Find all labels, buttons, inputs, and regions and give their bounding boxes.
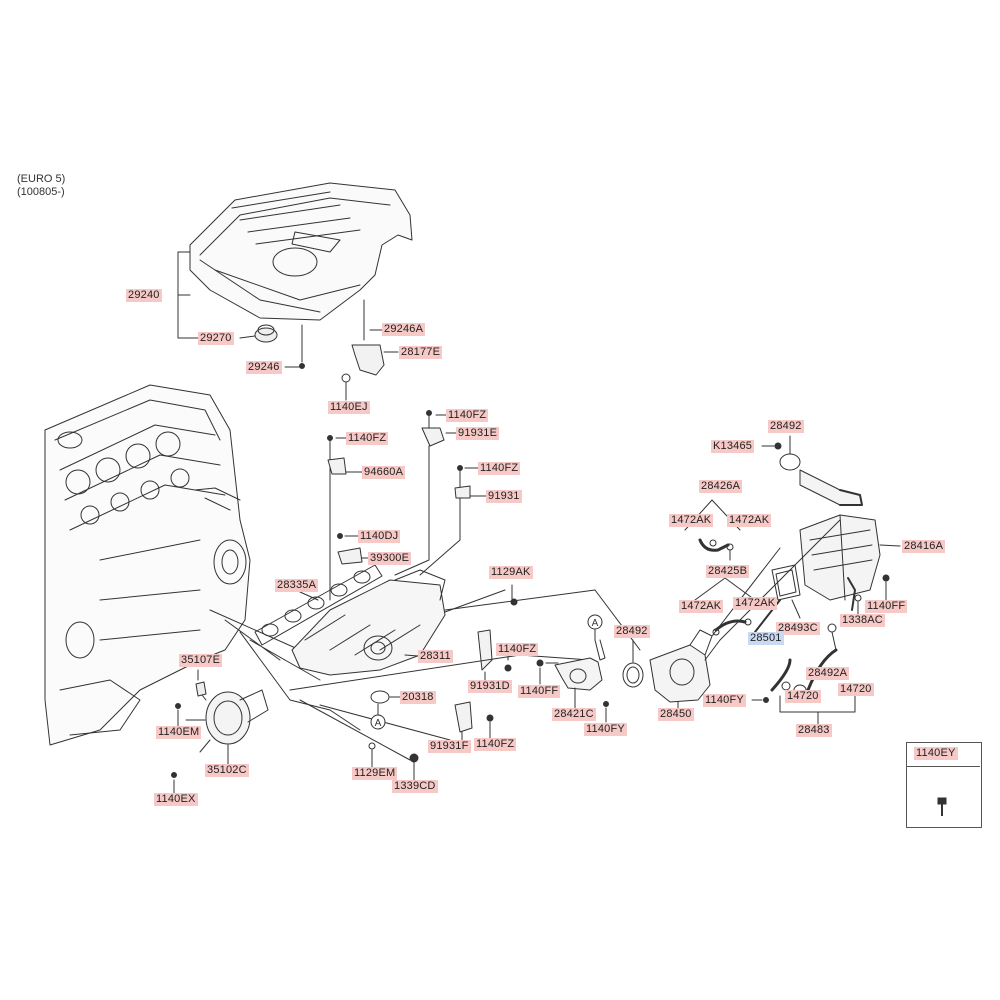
part-label[interactable]: 28483 <box>796 724 832 737</box>
part-label[interactable]: 1140EM <box>156 726 202 739</box>
part-label[interactable]: 28492 <box>614 625 650 638</box>
egr-valve-illustration <box>649 629 713 703</box>
part-label[interactable]: 1140EJ <box>328 401 370 414</box>
part-label[interactable]: 1140EX <box>154 793 198 806</box>
part-label[interactable]: 28311 <box>418 650 453 663</box>
inset-part-label[interactable]: 1140EY <box>914 747 958 760</box>
part-label[interactable]: 29246 <box>246 361 282 374</box>
part-label[interactable]: 1129AK <box>489 566 533 579</box>
part-label[interactable]: 14720 <box>838 683 874 696</box>
part-label[interactable]: 1140FZ <box>446 409 489 422</box>
part-label[interactable]: 1140FY <box>703 694 746 707</box>
part-label[interactable]: 35107E <box>179 654 223 667</box>
part-label[interactable]: 28335A <box>275 579 319 592</box>
header-line1: (EURO 5) <box>17 173 66 185</box>
inset-box <box>906 742 982 828</box>
part-label[interactable]: 1339CD <box>392 780 438 793</box>
part-label[interactable]: 28177E <box>399 346 443 359</box>
part-label[interactable]: 1140FY <box>584 723 627 736</box>
grommet-29270-illustration <box>254 324 278 343</box>
callout-a-top: A <box>592 618 599 629</box>
part-label[interactable]: 39300E <box>368 552 412 565</box>
part-label[interactable]: 91931D <box>468 680 512 693</box>
part-label[interactable]: 28421C <box>552 708 596 721</box>
callout-a-top-circle <box>587 614 603 630</box>
part-label[interactable]: 1140FF <box>518 685 561 698</box>
part-label[interactable]: 28492 <box>768 420 804 433</box>
part-label[interactable]: 28425B <box>706 565 750 578</box>
part-label[interactable]: 28450 <box>658 708 694 721</box>
intake-manifold-illustration <box>291 569 446 676</box>
part-label[interactable]: 29270 <box>198 332 234 345</box>
part-label[interactable]: 91931E <box>456 427 500 440</box>
part-label[interactable]: 1140FF <box>865 600 908 613</box>
part-label[interactable]: 1140FZ <box>478 462 521 475</box>
part-label[interactable]: 20318 <box>400 691 436 704</box>
egr-cooler-illustration <box>799 469 881 601</box>
inset-title: 1140EY <box>906 742 980 767</box>
part-label[interactable]: 91931 <box>486 490 522 503</box>
part-label[interactable]: 1140DJ <box>358 530 401 543</box>
part-label[interactable]: 1472AK <box>679 600 724 613</box>
engine-block-illustration <box>44 384 251 746</box>
part-label[interactable]: 29240 <box>126 289 162 302</box>
part-label[interactable]: 28492A <box>806 667 850 680</box>
part-label[interactable]: 28426A <box>699 480 743 493</box>
throttle-body-illustration <box>197 689 269 753</box>
part-label-highlighted[interactable]: 28501 <box>748 632 784 645</box>
part-label[interactable]: 1129EM <box>352 767 398 780</box>
engine-cover-illustration <box>189 182 413 321</box>
gasket-28335A-illustration <box>254 564 383 646</box>
part-label[interactable]: 1472AK <box>727 514 772 527</box>
header-line2: (100805-) <box>17 186 65 198</box>
part-label[interactable]: 1472AK <box>733 597 778 610</box>
part-label[interactable]: 29246A <box>382 323 426 336</box>
part-label[interactable]: 1140FZ <box>496 643 539 656</box>
part-label[interactable]: 94660A <box>362 466 406 479</box>
part-label[interactable]: 1338AC <box>840 614 885 627</box>
part-label[interactable]: 1140FZ <box>346 432 389 445</box>
callout-a-bottom-circle <box>370 714 386 730</box>
egr-pipe-illustration <box>554 639 606 691</box>
callout-a-bottom: A <box>375 718 382 729</box>
part-label[interactable]: K13465 <box>711 440 755 453</box>
part-label[interactable]: 28416A <box>902 540 946 553</box>
part-label[interactable]: 91931F <box>428 740 471 753</box>
inset-bolt-illustration <box>937 797 947 816</box>
part-label[interactable]: 35102C <box>205 764 249 777</box>
part-label[interactable]: 1140FZ <box>474 738 517 751</box>
part-label[interactable]: 14720 <box>785 690 821 703</box>
part-label[interactable]: 1472AK <box>669 514 714 527</box>
part-label[interactable]: 28493C <box>776 622 820 635</box>
